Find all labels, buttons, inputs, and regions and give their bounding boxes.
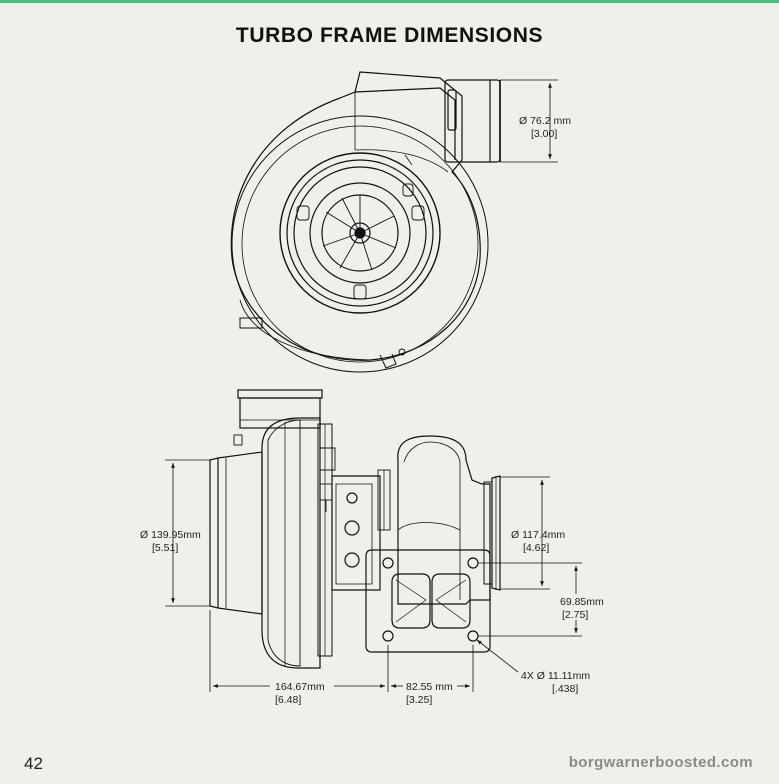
dim-compressor-inlet-label: Ø 139.95mm [140,529,201,541]
dim-compressor-inlet-imperial: [5.51] [152,542,178,554]
dim-flange-height-label: 69.85mm [560,596,604,608]
dim-inlet-to-flange: 164.67mm [6.48] [209,610,389,706]
dim-bolt-holes-label: 4X Ø 11.11mm [521,670,590,682]
dim-bolt-holes-imperial: [.438] [552,683,578,695]
dim-bolt-holes: 4X Ø 11.11mm [.438] [476,639,590,695]
dim-bolt-spacing-imperial: [3.25] [406,694,432,706]
dim-turbine-outlet-label: Ø 117.4mm [511,529,565,541]
compressor-front-view [230,71,501,373]
top-accent-line [0,0,779,3]
dim-bolt-spacing: 82.55 mm [3.25] [391,645,474,706]
dim-inlet-to-flange-label: 164.67mm [275,681,325,693]
footer-url: borgwarnerboosted.com [568,754,753,771]
page-title: TURBO FRAME DIMENSIONS [235,24,544,47]
dim-turbine-outlet: Ø 117.4mm [4.62] [500,476,565,590]
dim-turbine-outlet-imperial: [4.62] [523,542,549,554]
dim-bolt-spacing-label: 82.55 mm [406,681,453,693]
dim-compressor-outlet: Ø 76.2 mm [3.00] [500,79,571,163]
turbo-side-view [209,389,501,669]
dim-compressor-inlet: Ø 139.95mm [5.51] [140,459,210,607]
dim-compressor-outlet-imperial: [3.00] [531,128,557,140]
dim-compressor-outlet-label: Ø 76.2 mm [519,115,571,127]
dim-flange-height: 69.85mm [2.75] [478,562,604,637]
dim-inlet-to-flange-imperial: [6.48] [275,694,301,706]
dim-flange-height-imperial: [2.75] [562,609,588,621]
page-number: 42 [24,754,43,773]
